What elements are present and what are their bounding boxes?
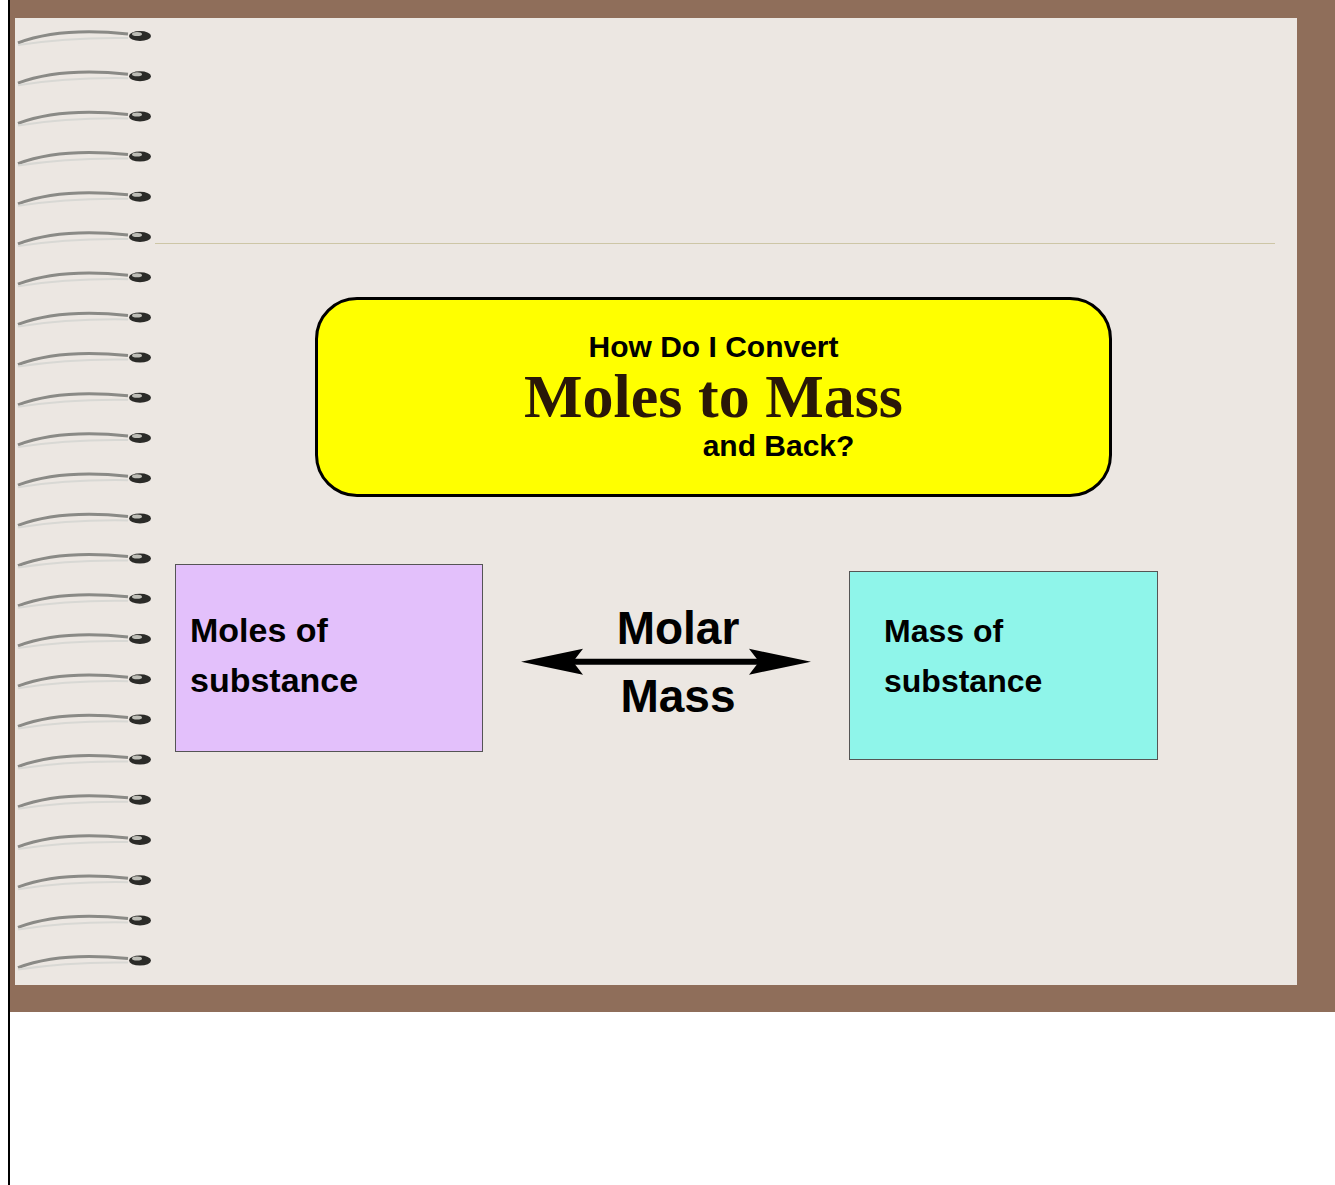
spiral-wire bbox=[18, 158, 128, 165]
spiral-hole bbox=[132, 514, 142, 518]
spiral-hole bbox=[132, 555, 142, 559]
spiral-wire bbox=[18, 480, 128, 487]
spiral-hole bbox=[132, 434, 142, 438]
spiral-wire bbox=[18, 962, 128, 969]
spiral-hole bbox=[129, 755, 151, 765]
spiral-wire bbox=[18, 440, 128, 447]
spiral-hole bbox=[129, 795, 151, 805]
spiral-hole bbox=[132, 273, 142, 277]
spiral-hole bbox=[129, 473, 151, 483]
spiral-hole bbox=[129, 714, 151, 724]
spiral-hole bbox=[132, 957, 142, 961]
spiral-hole bbox=[132, 112, 142, 116]
spiral-hole bbox=[129, 71, 151, 81]
spiral-hole bbox=[129, 915, 151, 925]
spiral-hole bbox=[129, 875, 151, 885]
spiral-hole bbox=[132, 354, 142, 358]
spiral-hole bbox=[132, 836, 142, 840]
spiral-hole bbox=[132, 876, 142, 880]
spiral-hole bbox=[129, 674, 151, 684]
spiral-hole bbox=[129, 956, 151, 966]
spiral-wire bbox=[18, 681, 128, 688]
spiral-hole bbox=[132, 916, 142, 920]
node-subtext: and Back? bbox=[573, 428, 855, 464]
page-border bbox=[8, 1012, 10, 1185]
arrow-head bbox=[749, 649, 811, 675]
spiral-hole bbox=[129, 433, 151, 443]
quantity-box: Moles of substance bbox=[175, 564, 483, 752]
double-arrow bbox=[571, 661, 761, 662]
spiral-hole bbox=[132, 193, 142, 197]
spiral-hole bbox=[132, 796, 142, 800]
spiral-hole bbox=[132, 756, 142, 760]
spiral-hole bbox=[129, 554, 151, 564]
spiral-wire bbox=[18, 279, 128, 286]
spiral-hole bbox=[129, 835, 151, 845]
spiral-hole bbox=[129, 192, 151, 202]
page-border bbox=[8, 0, 10, 1012]
spiral-hole bbox=[129, 272, 151, 282]
spiral-hole bbox=[129, 152, 151, 162]
arrow-head bbox=[521, 649, 583, 675]
spiral-hole bbox=[132, 595, 142, 599]
spiral-hole bbox=[129, 513, 151, 523]
quantity-box: Mass of substance bbox=[849, 571, 1158, 760]
node-text: Mass of substance bbox=[884, 606, 1145, 706]
spiral-hole bbox=[132, 474, 142, 478]
spiral-hole bbox=[132, 675, 142, 679]
spiral-hole bbox=[132, 394, 142, 398]
spiral-wire bbox=[18, 922, 128, 929]
spiral-wire bbox=[18, 239, 128, 246]
spiral-hole bbox=[129, 393, 151, 403]
node-subtext: Moles to Mass bbox=[524, 364, 903, 428]
spiral-wire bbox=[18, 520, 128, 527]
spiral-wire bbox=[18, 78, 128, 85]
spiral-wire bbox=[18, 842, 128, 849]
spiral-wire bbox=[18, 560, 128, 567]
spiral-wire bbox=[18, 199, 128, 206]
spiral-wire bbox=[18, 38, 128, 45]
spiral-wire bbox=[18, 721, 128, 728]
spiral-hole bbox=[129, 232, 151, 242]
arrow-shaft bbox=[571, 659, 761, 665]
edge-label: Molar Mass bbox=[593, 594, 763, 730]
spiral-wire bbox=[18, 761, 128, 768]
notebook-page bbox=[15, 18, 1297, 985]
spiral-hole bbox=[132, 313, 142, 317]
spiral-hole bbox=[129, 594, 151, 604]
spiral-hole bbox=[129, 312, 151, 322]
spiral-hole bbox=[132, 32, 142, 36]
spiral-hole bbox=[129, 353, 151, 363]
spiral-hole bbox=[129, 31, 151, 41]
spiral-hole bbox=[129, 111, 151, 121]
node-text: Moles of substance bbox=[190, 605, 470, 705]
title-banner: How Do I ConvertMoles to Massand Back? bbox=[315, 297, 1112, 497]
spiral-binding bbox=[0, 0, 200, 1012]
spiral-hole bbox=[132, 72, 142, 76]
spiral-wire bbox=[18, 641, 128, 648]
node-text: How Do I Convert bbox=[588, 330, 838, 364]
ruled-line bbox=[155, 243, 1275, 244]
spiral-wire bbox=[18, 882, 128, 889]
spiral-wire bbox=[18, 319, 128, 326]
spiral-wire bbox=[18, 601, 128, 608]
spiral-wire bbox=[18, 118, 128, 125]
spiral-wire bbox=[18, 802, 128, 809]
spiral-wire bbox=[18, 400, 128, 407]
spiral-hole bbox=[132, 153, 142, 157]
spiral-hole bbox=[132, 715, 142, 719]
spiral-hole bbox=[132, 635, 142, 639]
spiral-hole bbox=[129, 634, 151, 644]
spiral-wire bbox=[18, 359, 128, 366]
spiral-hole bbox=[132, 233, 142, 237]
